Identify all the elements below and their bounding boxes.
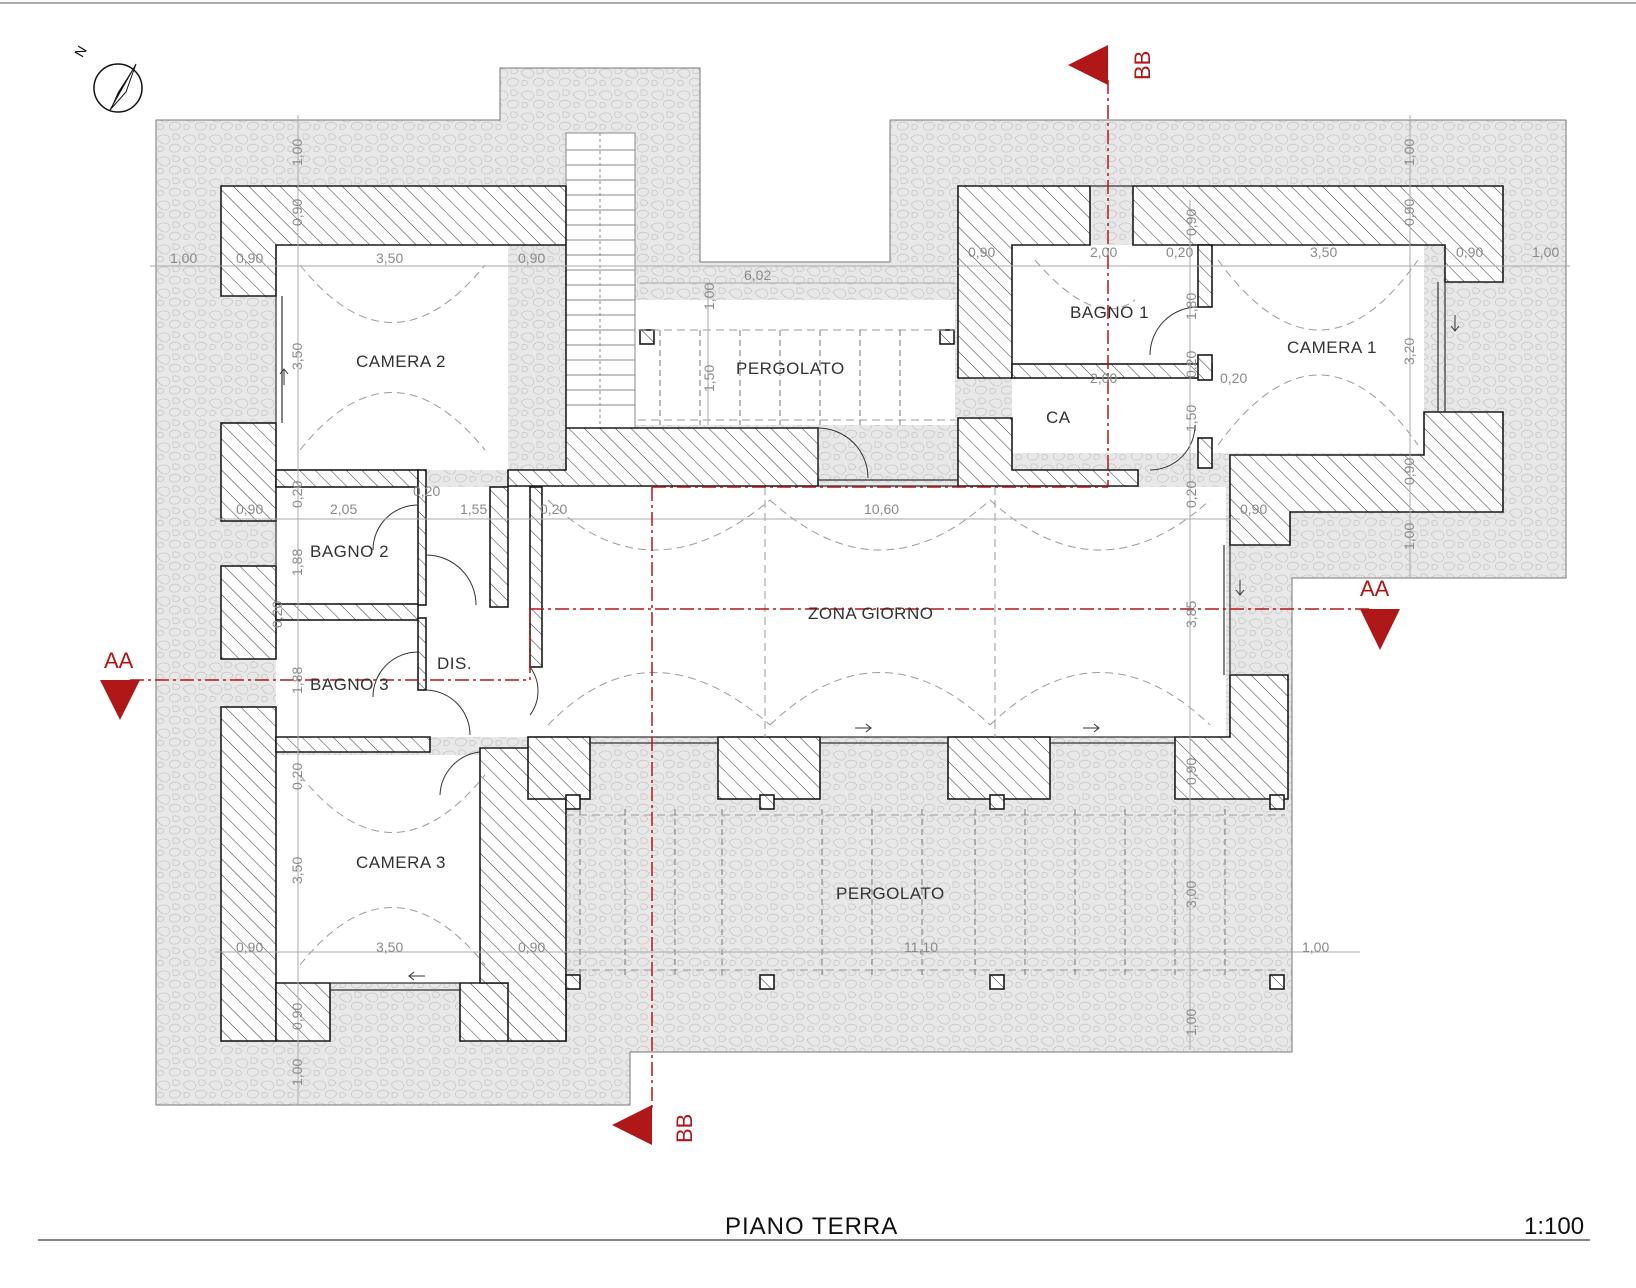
room-ca: CA [1046, 408, 1071, 427]
dim-text: 0,90 [1456, 244, 1483, 260]
room-camera-3: CAMERA 3 [356, 853, 446, 872]
dim-text: 10,60 [864, 501, 899, 517]
dim-text: 1,00 [1401, 139, 1417, 166]
vault-lines [299, 259, 1419, 971]
dim-text: 0,90 [236, 501, 263, 517]
dim-text: 1,88 [289, 549, 305, 576]
dim-text: 0,20 [289, 481, 305, 508]
dim-text: 0,20 [1220, 370, 1247, 386]
dimension-labels: 1,00 0,90 3,50 0,90 6,02 0,90 2,00 0,20 … [170, 139, 1559, 1086]
dim-text: 6,02 [744, 267, 771, 283]
section-label-aa-left: AA [104, 648, 134, 673]
dim-text: 2,00 [1090, 244, 1117, 260]
dim-text: 1,55 [460, 501, 487, 517]
interior-floor [276, 245, 1424, 983]
dim-text: 3,85 [1183, 601, 1199, 628]
dim-text: 1,50 [701, 365, 717, 392]
dim-text: 3,00 [1183, 881, 1199, 908]
dim-text: 0,20 [413, 483, 440, 499]
room-camera-1: CAMERA 1 [1287, 338, 1377, 357]
room-bagno-3: BAGNO 3 [310, 675, 389, 694]
pergolato-beams [579, 330, 1226, 975]
slide-arrows [279, 315, 1460, 981]
dim-text: 1,50 [1183, 405, 1199, 432]
dim-text: 0,90 [236, 250, 263, 266]
dim-text: 0,90 [518, 939, 545, 955]
dim-text: 1,00 [701, 283, 717, 310]
room-dis: DIS. [437, 654, 472, 673]
dim-text: 0,90 [518, 250, 545, 266]
dim-text: 0,20 [269, 601, 285, 628]
room-bagno-2: BAGNO 2 [310, 542, 389, 561]
dim-text: 0,90 [236, 939, 263, 955]
section-arrow-bb-bottom [612, 1105, 652, 1145]
dim-text: 1,88 [289, 667, 305, 694]
section-labels: AA AA BB BB [104, 51, 1390, 1143]
dim-text: 1,80 [1183, 293, 1199, 320]
dim-text: 1,00 [170, 250, 197, 266]
dim-text: 1,00 [1401, 523, 1417, 550]
doors [372, 306, 1199, 796]
dim-text: 2,05 [330, 501, 357, 517]
dim-text: 0,20 [1166, 244, 1193, 260]
dim-text: 2,00 [1090, 370, 1117, 386]
dim-text: 1,00 [289, 1059, 305, 1086]
drawing-title: PIANO TERRA [725, 1213, 898, 1240]
dim-text: 3,50 [289, 343, 305, 370]
windows [221, 185, 1446, 991]
dim-text: 0,90 [1240, 501, 1267, 517]
room-pergolato-top: PERGOLATO [736, 359, 845, 378]
section-arrow-aa-right [1360, 609, 1400, 650]
dimension-lines [150, 115, 1570, 1105]
section-label-bb-bottom: BB [672, 1114, 697, 1143]
section-label-bb-top: BB [1130, 51, 1155, 80]
dim-text: 0,90 [1401, 458, 1417, 485]
north-arrow-icon: N [71, 43, 143, 113]
room-camera-2: CAMERA 2 [356, 352, 446, 371]
room-pergolato-bottom: PERGOLATO [836, 884, 945, 903]
dim-text: 1,00 [289, 139, 305, 166]
dim-text: 0,90 [968, 244, 995, 260]
section-label-aa-right: AA [1360, 576, 1390, 601]
dim-text: 3,50 [289, 857, 305, 884]
section-arrows [100, 45, 1400, 1145]
dim-text: 11,10 [904, 939, 938, 955]
dim-text: 0,20 [1183, 481, 1199, 508]
section-arrow-bb-top [1068, 45, 1108, 85]
drawing-scale: 1:100 [1524, 1213, 1584, 1240]
dim-text: 0,90 [289, 1003, 305, 1030]
north-label: N [71, 43, 90, 60]
dim-text: 3,50 [376, 250, 403, 266]
dim-text: 0,90 [1401, 199, 1417, 226]
dim-text: 0,20 [540, 501, 567, 517]
dim-text: 3,20 [1401, 338, 1417, 365]
stairs [565, 132, 636, 430]
dim-text: 1,00 [1302, 939, 1329, 955]
dim-text: 0,90 [1183, 209, 1199, 236]
dim-text: 0,90 [1183, 758, 1199, 785]
room-bagno-1: BAGNO 1 [1070, 303, 1149, 322]
room-zona-giorno: ZONA GIORNO [808, 604, 933, 623]
walls [220, 185, 1504, 1042]
dim-text: 1,00 [1532, 244, 1559, 260]
dim-text: 0,20 [1183, 351, 1199, 378]
dim-text: 3,50 [1310, 244, 1337, 260]
section-lines [130, 80, 1370, 1110]
dim-text: 0,90 [289, 199, 305, 226]
room-labels: CAMERA 2 CAMERA 1 CAMERA 3 BAGNO 1 BAGNO… [310, 303, 1377, 903]
dim-text: 3,50 [376, 939, 403, 955]
section-arrow-aa-left [100, 680, 140, 720]
dim-text: 1,00 [1183, 1009, 1199, 1036]
dim-text: 0,20 [289, 763, 305, 790]
